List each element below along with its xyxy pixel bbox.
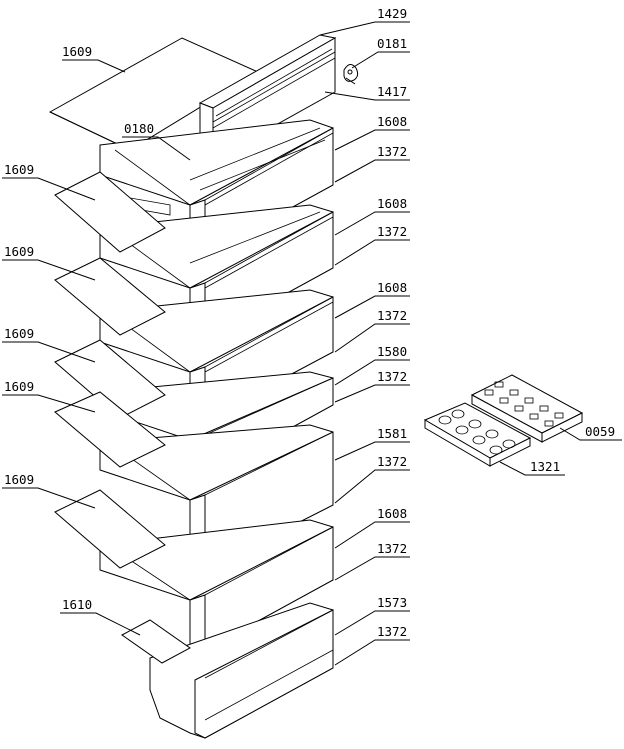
label-1417: 1417	[377, 84, 407, 99]
label-1372-1: 1372	[377, 144, 407, 159]
drawer-7-bottom	[149, 602, 334, 739]
label-1609-3: 1609	[4, 244, 34, 259]
label-1609-4: 1609	[4, 326, 34, 341]
part-labels: 1429 0181 1609 1417 0180 1608 1372 1609 …	[4, 6, 615, 639]
label-1608-3: 1608	[377, 280, 407, 295]
label-1573: 1573	[377, 595, 407, 610]
label-1372-6: 1372	[377, 541, 407, 556]
ice-cube-tray	[470, 374, 584, 443]
label-1610: 1610	[62, 597, 92, 612]
label-1372-3: 1372	[377, 308, 407, 323]
label-1609-2: 1609	[4, 162, 34, 177]
egg-tray	[423, 402, 532, 467]
label-1608-1: 1608	[377, 114, 407, 129]
label-1581: 1581	[377, 426, 407, 441]
hinge-part	[343, 64, 359, 85]
label-1609-5: 1609	[4, 379, 34, 394]
label-0181: 0181	[377, 36, 407, 51]
label-1321: 1321	[530, 459, 560, 474]
drawer-6	[99, 519, 334, 651]
label-0059: 0059	[585, 424, 615, 439]
glass-shelves	[54, 171, 191, 664]
label-0180: 0180	[124, 121, 154, 136]
label-1429: 1429	[377, 6, 407, 21]
label-1372-4: 1372	[377, 369, 407, 384]
label-1372-7: 1372	[377, 624, 407, 639]
label-1609-6: 1609	[4, 472, 34, 487]
label-1372-2: 1372	[377, 224, 407, 239]
label-1608-2: 1608	[377, 196, 407, 211]
leader-lines	[2, 21, 622, 666]
label-1372-5: 1372	[377, 454, 407, 469]
label-1608-4: 1608	[377, 506, 407, 521]
label-1609-top: 1609	[62, 44, 92, 59]
label-1580: 1580	[377, 344, 407, 359]
